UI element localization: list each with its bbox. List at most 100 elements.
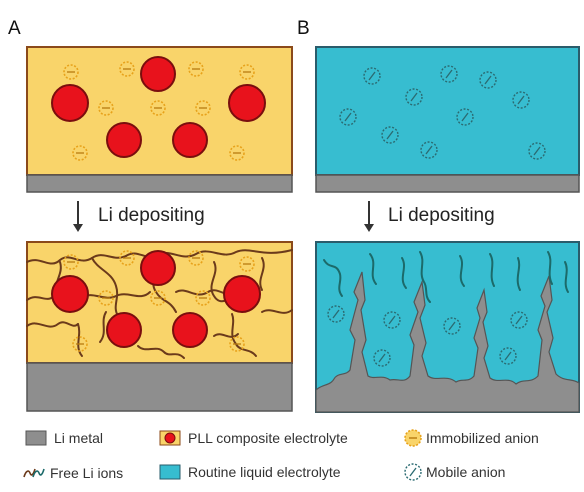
immobilized-anion (72, 145, 88, 161)
immobilized-anion-icon (404, 429, 422, 447)
legend-immobilized-anion: Immobilized anion (426, 430, 539, 446)
legend-free-li-ions: Free Li ions (50, 465, 123, 481)
mobile-anion (440, 65, 458, 83)
legend-routine-liquid: Routine liquid electrolyte (188, 464, 341, 480)
immobilized-anion (195, 290, 211, 306)
immobilized-anion (119, 61, 135, 77)
immobilized-anion (119, 250, 135, 266)
mobile-anion (381, 126, 399, 144)
mobile-anion (528, 142, 546, 160)
panel-b-after (315, 241, 580, 413)
free-li-strands-group (323, 251, 569, 303)
mobile-anion (456, 108, 474, 126)
legend-li-metal: Li metal (54, 430, 103, 446)
mobile-anions-group (339, 65, 546, 160)
down-arrow-icon (364, 224, 374, 232)
li-metal-layer (26, 362, 293, 412)
immobilized-anion (195, 100, 211, 116)
immobilized-anion (239, 64, 255, 80)
pll-particle (223, 275, 261, 313)
mobile-anion (512, 91, 530, 109)
li-metal-layer (315, 174, 580, 193)
free-li-ions-icon (23, 468, 45, 478)
pll-particle (51, 275, 89, 313)
immobilized-anion (63, 254, 79, 270)
panel-b-label: B (297, 18, 310, 39)
li-metal-swatch (25, 430, 47, 446)
li-metal-layer (26, 174, 293, 193)
free-li-ion-chain (137, 345, 185, 359)
mobile-anion (405, 88, 423, 106)
immobilized-anion (239, 256, 255, 272)
immobilized-anion (98, 100, 114, 116)
free-li-ion-chain (489, 253, 495, 287)
pll-particle (106, 122, 142, 158)
immobilized-anion (229, 336, 245, 352)
li-dendrites (315, 271, 580, 413)
liquid-swatch (159, 464, 181, 480)
mobile-anion (420, 141, 438, 159)
free-li-ion-chain (77, 323, 83, 357)
mobile-anion (363, 67, 381, 85)
pll-particle (51, 84, 89, 122)
particles-group (51, 250, 261, 348)
pll-particle (140, 250, 176, 286)
immobilized-anion (150, 100, 166, 116)
free-li-ion-chain (213, 333, 239, 338)
particles-group (51, 56, 266, 158)
mobile-anion (479, 71, 497, 89)
mobile-anion (327, 305, 345, 323)
mobile-anion-icon (404, 463, 422, 481)
panel-a-step-label: Li depositing (98, 205, 205, 226)
legend: Li metal PLL composite electrolyte Immob… (23, 429, 539, 481)
free-li-ion-chain (26, 321, 79, 328)
free-li-ion-chain (369, 253, 377, 285)
panel-a-step: Li depositing (73, 201, 205, 232)
pll-particle (106, 312, 142, 348)
pll-particle (228, 84, 266, 122)
immobilized-anion (188, 61, 204, 77)
panel-b-before (315, 46, 580, 193)
legend-mobile-anion: Mobile anion (426, 464, 505, 480)
mobile-anion (373, 349, 391, 367)
mobile-anions-group (327, 305, 528, 367)
free-li-ion-chain (81, 291, 151, 299)
panel-a-after (26, 241, 293, 412)
liquid-electrolyte-region (315, 46, 580, 176)
immobilized-anion (229, 145, 245, 161)
free-li-ion-chain (564, 261, 569, 293)
legend-pll-composite: PLL composite electrolyte (188, 430, 348, 446)
down-arrow-icon (73, 224, 83, 232)
immobilized-anion (150, 290, 166, 306)
mobile-anion (443, 317, 461, 335)
pll-particle (140, 56, 176, 92)
free-li-ion-chain (91, 257, 119, 317)
free-li-ion-chain (401, 257, 407, 289)
free-li-ion-chain (259, 257, 265, 291)
pll-particle (172, 312, 208, 348)
free-li-ion-chain (516, 257, 521, 291)
panel-b-step-label: Li depositing (388, 205, 495, 226)
immobilized-anions-group (63, 61, 255, 161)
free-li-ion-chain (547, 251, 553, 285)
immobilized-anions-group (63, 250, 255, 352)
mobile-anion (499, 347, 517, 365)
immobilized-anion (98, 290, 114, 306)
free-li-ion-chain (99, 311, 107, 343)
free-li-ion-chain (261, 309, 293, 314)
particle-icon (164, 432, 176, 444)
panel-b-step: Li depositing (364, 201, 495, 232)
free-li-ion-chain (323, 259, 343, 297)
mobile-anion (339, 108, 357, 126)
free-li-ion-chain (26, 254, 127, 265)
mobile-anion (510, 311, 528, 329)
free-li-ion-chain (419, 251, 431, 303)
immobilized-anion (72, 336, 88, 352)
immobilized-anion (63, 64, 79, 80)
mobile-anion (383, 311, 401, 329)
panel-a-before (26, 46, 293, 193)
free-li-ion-chain (459, 255, 465, 287)
immobilized-anion (188, 250, 204, 266)
pll-particle (172, 122, 208, 158)
